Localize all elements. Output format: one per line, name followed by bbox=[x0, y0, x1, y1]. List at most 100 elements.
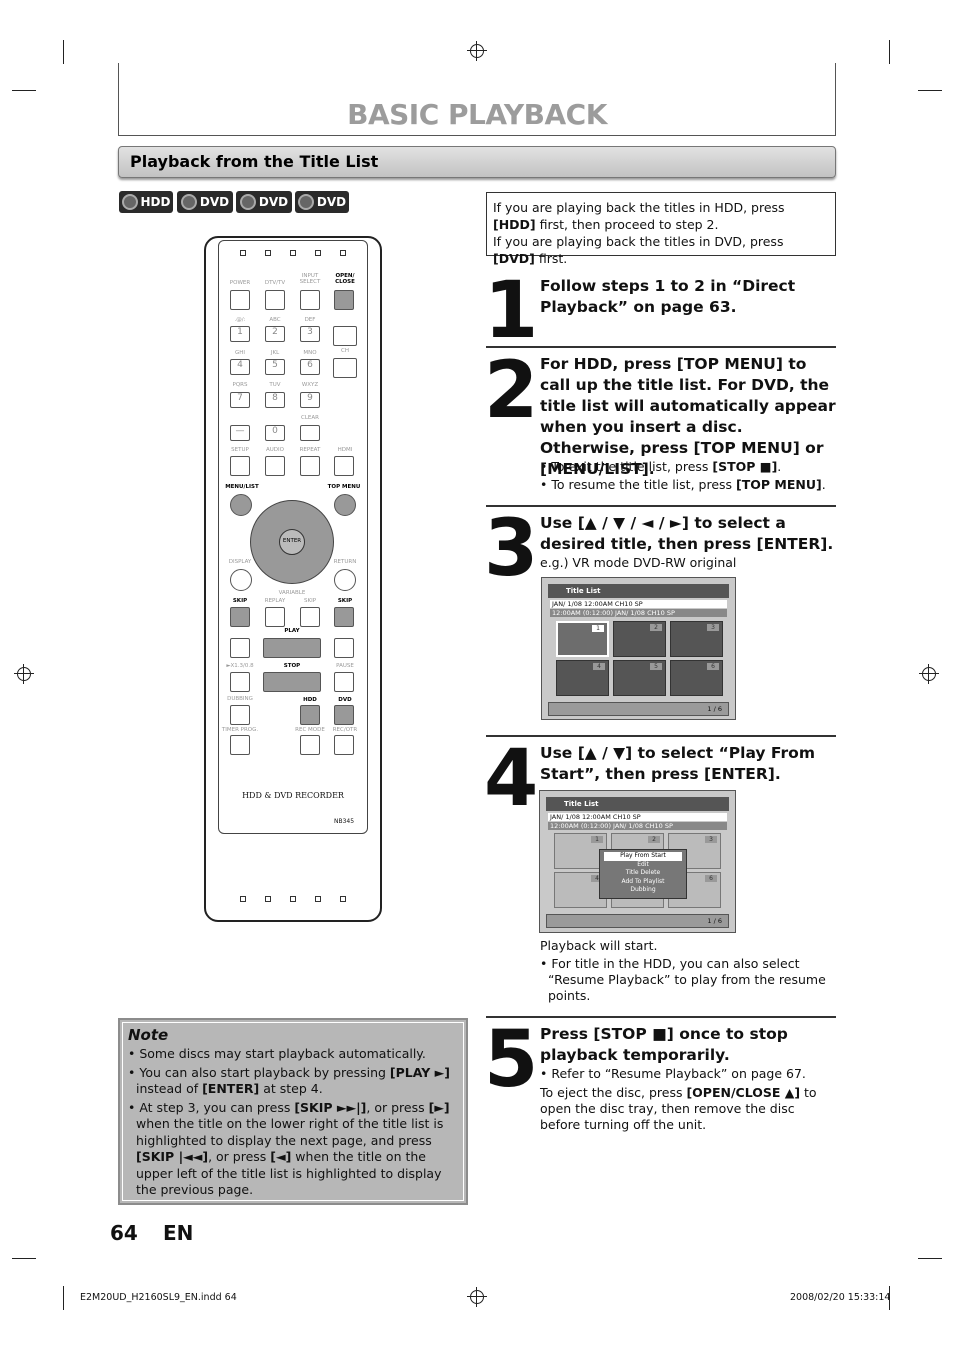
digit-9-button[interactable]: 9 bbox=[300, 392, 320, 408]
title-thumbnail[interactable]: 4 bbox=[554, 872, 607, 908]
dubbing-button[interactable] bbox=[230, 705, 250, 725]
play-button[interactable] bbox=[263, 638, 321, 658]
digit-3-button[interactable]: 3 bbox=[300, 326, 320, 342]
crop-mark bbox=[889, 40, 890, 64]
hdd-button[interactable] bbox=[300, 705, 320, 725]
digit-7-button[interactable]: 7 bbox=[230, 392, 250, 408]
slow-button[interactable] bbox=[230, 672, 250, 692]
clear-button[interactable] bbox=[300, 425, 320, 441]
note-title: Note bbox=[128, 1026, 169, 1044]
remote-label: PQRS bbox=[232, 382, 248, 388]
enter-button[interactable] bbox=[279, 529, 305, 555]
title-info-row: 12:00AM (0:12:00) JAN/ 1/08 CH10 SP bbox=[548, 822, 727, 830]
step-divider bbox=[486, 1016, 836, 1018]
menu-item-title-delete[interactable]: Title Delete bbox=[625, 869, 661, 876]
note-frame bbox=[122, 1022, 464, 1201]
page-language: EN bbox=[163, 1221, 194, 1245]
repeat-button[interactable] bbox=[300, 456, 320, 476]
menu-list-button[interactable] bbox=[230, 494, 252, 516]
replay-button[interactable] bbox=[265, 607, 285, 627]
note-body: • Some discs may start playback automati… bbox=[128, 1046, 450, 1197]
dvd-r-video-logo: DVD bbox=[295, 191, 349, 213]
stop-button[interactable] bbox=[263, 672, 321, 692]
title-thumbnail[interactable]: 2 bbox=[613, 621, 666, 657]
crop-mark bbox=[12, 90, 36, 91]
remote-label: SKIP bbox=[303, 598, 317, 604]
return-button[interactable] bbox=[334, 569, 356, 591]
title-list-screen: Title List JAN/ 1/08 12:00AM CH10 SP 12:… bbox=[539, 790, 736, 933]
input-select-button[interactable] bbox=[300, 290, 320, 310]
variable-skip-button[interactable] bbox=[300, 607, 320, 627]
skip-forward-button[interactable] bbox=[334, 607, 354, 627]
dvd-button[interactable] bbox=[334, 705, 354, 725]
title-thumbnail[interactable]: 1 bbox=[556, 621, 609, 657]
timer-prog-button[interactable] bbox=[230, 735, 250, 755]
open-close-button[interactable] bbox=[334, 290, 354, 310]
rec-mode-button[interactable] bbox=[300, 735, 320, 755]
title-context-menu: Play From Start Edit Title Delete Add To… bbox=[599, 849, 687, 899]
menu-item-edit[interactable]: Edit bbox=[637, 860, 649, 868]
setup-button[interactable] bbox=[230, 456, 250, 476]
footer-timestamp: 2008/02/20 15:33:14 bbox=[790, 1292, 891, 1303]
crop-mark bbox=[63, 40, 64, 64]
digit-0-button[interactable]: 0 bbox=[265, 425, 285, 441]
menu-item-play-from-start[interactable]: Play From Start bbox=[604, 852, 682, 861]
dtv-tv-button[interactable] bbox=[265, 290, 285, 310]
crop-mark bbox=[63, 1286, 64, 1310]
remote-label: JKL bbox=[270, 350, 280, 356]
menu-item-dubbing[interactable]: Dubbing bbox=[630, 886, 656, 893]
title-list-header: Title List bbox=[548, 584, 729, 598]
step-1-heading: Follow steps 1 to 2 in “Direct Playback”… bbox=[540, 277, 796, 316]
title-thumbnail[interactable]: 1 bbox=[554, 833, 607, 869]
header-frame bbox=[118, 63, 836, 136]
fast-forward-button[interactable] bbox=[334, 638, 354, 658]
registration-mark-icon bbox=[14, 664, 34, 684]
hdmi-button[interactable] bbox=[334, 456, 354, 476]
audio-button[interactable] bbox=[265, 456, 285, 476]
step-3-number: 3 bbox=[484, 504, 538, 594]
title-info-row: 12:00AM (0:12:00) JAN/ 1/08 CH10 SP bbox=[550, 609, 727, 617]
channel-down-button[interactable] bbox=[333, 358, 357, 378]
footer-filename: E2M20UD_H2160SL9_EN.indd 64 bbox=[80, 1292, 237, 1303]
remote-label: TUV bbox=[269, 382, 281, 388]
disc-icon bbox=[180, 194, 197, 210]
display-button[interactable] bbox=[230, 569, 252, 591]
remote-led bbox=[265, 250, 271, 256]
dash-button[interactable]: — bbox=[230, 425, 250, 441]
menu-item-add-to-playlist[interactable]: Add To Playlist bbox=[621, 877, 665, 885]
rec-otr-button[interactable] bbox=[334, 735, 354, 755]
digit-2-button[interactable]: 2 bbox=[265, 326, 285, 342]
remote-led bbox=[290, 896, 296, 902]
remote-label: SKIP bbox=[337, 598, 353, 604]
remote-code-label: NB345 bbox=[334, 818, 355, 825]
power-button[interactable] bbox=[230, 290, 250, 310]
remote-label: MNO bbox=[303, 350, 317, 356]
remote-led bbox=[240, 896, 246, 902]
title-thumbnail[interactable]: 6 bbox=[670, 660, 723, 696]
pause-button[interactable] bbox=[334, 672, 354, 692]
digit-6-button[interactable]: 6 bbox=[300, 359, 320, 375]
section-title: Playback from the Title List bbox=[130, 152, 379, 171]
title-thumbnail[interactable]: 3 bbox=[670, 621, 723, 657]
disc-icon bbox=[297, 194, 314, 210]
page-title: BASIC PLAYBACK bbox=[347, 98, 607, 131]
title-thumbnail[interactable]: 5 bbox=[613, 660, 666, 696]
digit-1-button[interactable]: 1 bbox=[230, 326, 250, 342]
digit-5-button[interactable]: 5 bbox=[265, 359, 285, 375]
remote-led bbox=[315, 250, 321, 256]
digit-8-button[interactable]: 8 bbox=[265, 392, 285, 408]
remote-label: POWER bbox=[229, 280, 251, 286]
title-info-row: JAN/ 1/08 12:00AM CH10 SP bbox=[550, 600, 727, 608]
channel-up-button[interactable] bbox=[333, 326, 357, 346]
crop-mark bbox=[918, 1258, 942, 1259]
title-thumbnail[interactable]: 4 bbox=[556, 660, 609, 696]
note-box bbox=[118, 1018, 468, 1205]
top-menu-button[interactable] bbox=[334, 494, 356, 516]
title-list-screen: Title List JAN/ 1/08 12:00AM CH10 SP 12:… bbox=[541, 577, 736, 720]
remote-label: .@/: bbox=[234, 317, 246, 323]
remote-label: WXYZ bbox=[301, 382, 319, 388]
remote-label: HDMI bbox=[337, 447, 353, 453]
rewind-button[interactable] bbox=[230, 638, 250, 658]
skip-back-button[interactable] bbox=[230, 607, 250, 627]
digit-4-button[interactable]: 4 bbox=[230, 359, 250, 375]
